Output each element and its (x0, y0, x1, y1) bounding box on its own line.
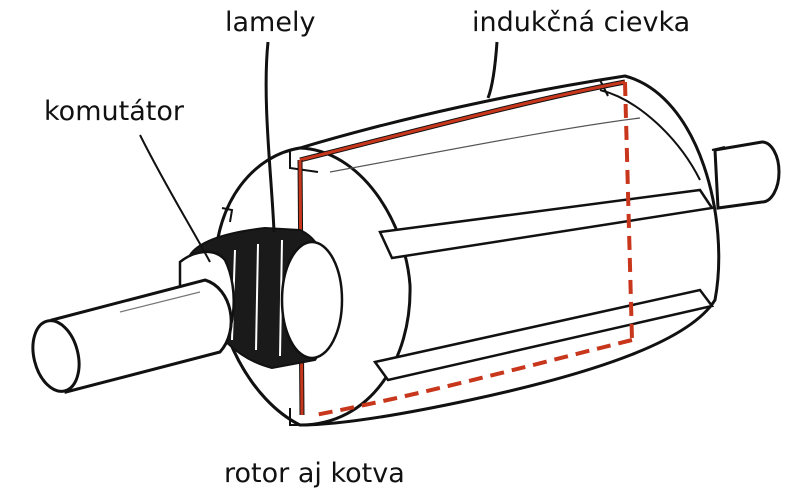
leader-lines (139, 41, 499, 263)
front-shaft (31, 250, 235, 394)
label-induction-coil: indukčná cievka (472, 7, 691, 38)
rear-shaft (711, 140, 781, 210)
label-commutator: komutátor (44, 96, 184, 127)
label-rotor: rotor aj kotva (224, 458, 405, 489)
rotor-body (213, 74, 721, 427)
label-lamely: lamely (225, 7, 316, 38)
